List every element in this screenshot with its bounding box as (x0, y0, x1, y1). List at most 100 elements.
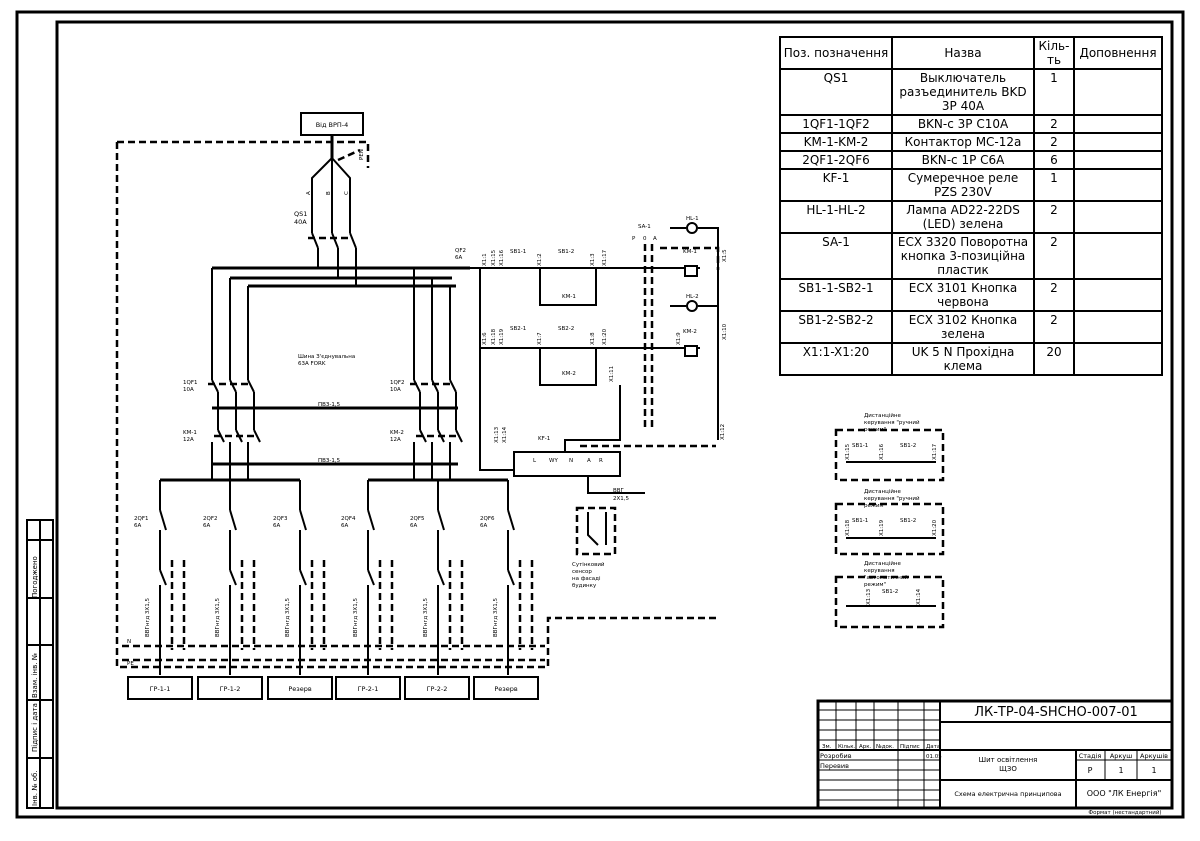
breaker-5-rating: 6A (410, 523, 417, 529)
remote-2-btn-1: SB1-1 (852, 518, 868, 524)
spec-qty: 6 (1033, 150, 1075, 170)
terminal-x1-1: X1:1 (482, 253, 488, 266)
terminal-x1-19: X1:19 (499, 328, 505, 345)
stamp-stage-h: Стадія (1079, 752, 1102, 760)
terminal-x1-12: X1:12 (720, 424, 726, 440)
cable-labels: ВВГнгд 3X1,5 ВВГнгд 3X1,5 ВВГнгд 3X1,5 В… (145, 598, 499, 637)
spec-header-pos: Поз. позначення (779, 36, 893, 70)
stamp-sheet-h: Аркуш (1110, 752, 1132, 760)
stamp-company: ООО "ЛК Енергія" (1087, 789, 1162, 798)
side-strip: Погоджено Взам. інв. № Підпис і дата Інв… (26, 519, 54, 809)
remote-3-term-1: X1:13 (866, 588, 872, 605)
spec-note (1073, 232, 1163, 280)
sb12-label: SB1-2 (558, 249, 574, 255)
spec-name: UK 5 N Прохідна клема (891, 342, 1035, 376)
stamp-date: 01.05 (926, 754, 942, 760)
source-label: Від ВРП-4 (316, 121, 349, 129)
km2-aux-label: KM-2 (562, 371, 576, 377)
breaker-5-name: 2QF5 (410, 516, 425, 522)
remote-1-btn-2: SB1-2 (900, 443, 916, 449)
stamp-format: Формат (нестандартний) (1088, 809, 1161, 816)
spec-note (1073, 200, 1163, 234)
remote-2-term-1: X1:18 (845, 519, 851, 536)
remote-2-title-2: керування "ручний (864, 495, 920, 502)
spec-name: ECX 3320 Поворотна кнопка 3-позиційна пл… (891, 232, 1035, 280)
qf1-2-label: 1QF2 (390, 380, 405, 386)
spec-note (1073, 132, 1163, 152)
spec-qty: 2 (1033, 232, 1075, 280)
sensor-label-3: на фасаді (572, 576, 601, 582)
n-label: N (127, 639, 131, 645)
spec-name: Контактор МС-12а (891, 132, 1035, 152)
qf2-rating: 6A (455, 255, 462, 261)
spec-qty: 2 (1033, 310, 1075, 344)
spec-header-row: Поз. позначення Назва Кіль-ть Доповнення (779, 36, 1163, 70)
stamp-subtitle: Схема електрична принципова (954, 790, 1061, 798)
side-label-agreed: Погоджено (31, 556, 39, 598)
spec-pos: X1:1-X1:20 (779, 342, 893, 376)
stamp-title-2: ЩЗО (999, 765, 1017, 773)
stamp-developed: Розробив (820, 752, 852, 760)
stamp-sheet: 1 (1118, 766, 1123, 775)
remote-2-term-3: X1:20 (932, 519, 938, 536)
qf1-1-label: 1QF1 (183, 380, 198, 386)
sa-pos-p: P (632, 236, 636, 242)
terminal-x1-3: X1:3 (590, 253, 596, 266)
pe-label: PE (127, 661, 134, 667)
km2-coil-label: KM-2 (683, 329, 697, 335)
cable-3: ВВГнгд 3X1,5 (285, 598, 291, 637)
spec-table: Поз. позначення Назва Кіль-ть Доповнення… (779, 36, 1163, 376)
qs1-switch (311, 232, 357, 249)
breaker-2-name: 2QF2 (203, 516, 218, 522)
side-label-sign: Підпис і дата (31, 703, 39, 752)
kf-term-wy: WY (549, 458, 558, 464)
spec-note (1073, 68, 1163, 116)
km2-rating: 12A (390, 437, 401, 443)
breaker-6-rating: 6A (480, 523, 487, 529)
qs1-label: QS1 (294, 210, 307, 218)
remote-1-term-3: X1:17 (932, 443, 938, 460)
kf-term-r: R (599, 458, 603, 464)
spec-header-note: Доповнення (1073, 36, 1163, 70)
km2-label: KM-2 (390, 430, 404, 436)
remote-1-term-2: X1:16 (879, 443, 885, 460)
stamp-col-date: Дата (926, 744, 940, 750)
spec-name: BKN-c 3P C10A (891, 114, 1035, 134)
phase-b: B (326, 191, 332, 195)
remote-3-term-2: X1:14 (916, 588, 922, 605)
spec-pos: SA-1 (779, 232, 893, 280)
terminal-x1-9: X1:9 (676, 332, 682, 345)
remote-box-3: Дистанційне керування "автоматичний режи… (834, 560, 945, 629)
remote-2-title-3: режим" (864, 503, 886, 509)
qs1-rating: 40A (294, 218, 307, 226)
group-4: ГР-2-1 (358, 685, 379, 693)
qf1-1-rating: 10A (183, 387, 194, 393)
terminal-x1-2: X1:2 (537, 253, 543, 266)
cable-4: ВВГнгд 3X1,5 (353, 598, 359, 637)
terminal-x1-7: X1:7 (537, 332, 543, 345)
spec-pos: QS1 (779, 68, 893, 116)
stamp-checked: Перевив (820, 762, 849, 770)
spec-header-name: Назва (891, 36, 1035, 70)
sensor-label-2: сенсор (572, 569, 592, 575)
hl2-lamp (686, 300, 698, 312)
stamp-sheets-h: Аркушів (1140, 752, 1168, 760)
breaker-row: 2QF1 6A 2QF2 6A 2QF3 6A 2QF4 6A 2QF5 6A … (134, 509, 534, 675)
spec-qty: 2 (1033, 132, 1075, 152)
stamp-sheets: 1 (1151, 766, 1156, 775)
stamp-title-1: Шит освітлення (979, 756, 1038, 764)
kf1-relay (513, 451, 621, 477)
spec-name: Лампа AD22-22DS (LED) зелена (891, 200, 1035, 234)
km2-coil (684, 345, 698, 357)
busbar-label: Шина З'єднувальна (298, 354, 355, 360)
remote-1-term-1: X1:15 (845, 443, 851, 460)
spec-qty: 1 (1033, 68, 1075, 116)
spec-qty: 2 (1033, 200, 1075, 234)
stamp-col-sheet: Арк. (859, 744, 872, 750)
spec-note (1073, 278, 1163, 312)
